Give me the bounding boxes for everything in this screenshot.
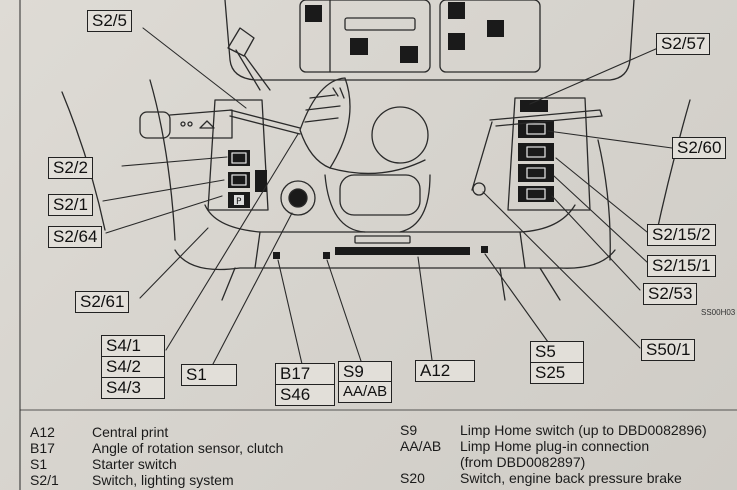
label-s5: S5 — [530, 341, 584, 363]
legend-desc: Central print — [92, 424, 169, 440]
label-s4-1: S4/1 — [101, 335, 165, 357]
label-s2-60: S2/60 — [672, 137, 727, 159]
legend-desc: Switch, engine back pressure brake — [460, 470, 682, 486]
label-s2-1: S2/1 — [48, 194, 93, 216]
legend-code: A12 — [30, 424, 55, 440]
label-s4-3: S4/3 — [101, 377, 165, 399]
legend-desc: Starter switch — [92, 456, 177, 472]
label-s1: S1 — [181, 364, 237, 386]
legend-code: S9 — [400, 422, 418, 438]
label-s2-15-1: S2/15/1 — [647, 255, 716, 277]
label-s2-2: S2/2 — [48, 157, 93, 179]
legend-desc: Limp Home switch (up to DBD0082896) — [460, 422, 707, 438]
label-s2-53: S2/53 — [643, 283, 698, 305]
label-s50-1: S50/1 — [641, 339, 696, 361]
legend-code: S1 — [30, 456, 48, 472]
label-a12: A12 — [415, 360, 475, 382]
label-s2-5: S2/5 — [87, 10, 132, 32]
svg-text:P: P — [236, 197, 242, 207]
label-s2-57: S2/57 — [656, 33, 711, 55]
label-s2-15-2: S2/15/2 — [647, 224, 716, 246]
label-s2-64: S2/64 — [48, 226, 103, 248]
label-s9: S9 — [338, 361, 392, 383]
legend-code: S20 — [400, 470, 425, 486]
label-s25: S25 — [530, 362, 584, 384]
legend-desc: Switch, lighting system — [92, 472, 234, 488]
legend-code: S2/1 — [30, 472, 59, 488]
legend-desc: Angle of rotation sensor, clutch — [92, 440, 284, 456]
label-s2-61: S2/61 — [75, 291, 130, 313]
label-s46: S46 — [275, 384, 335, 406]
legend-desc: (from DBD0082897) — [460, 454, 586, 470]
legend-code: B17 — [30, 440, 55, 456]
label-s4-2: S4/2 — [101, 356, 165, 378]
label-aa-ab: AA/AB — [338, 381, 392, 403]
label-b17: B17 — [275, 363, 335, 385]
legend-code: AA/AB — [400, 438, 442, 454]
legend-desc: Limp Home plug-in connection — [460, 438, 650, 454]
drawing-code: SS00H03 — [701, 308, 736, 317]
